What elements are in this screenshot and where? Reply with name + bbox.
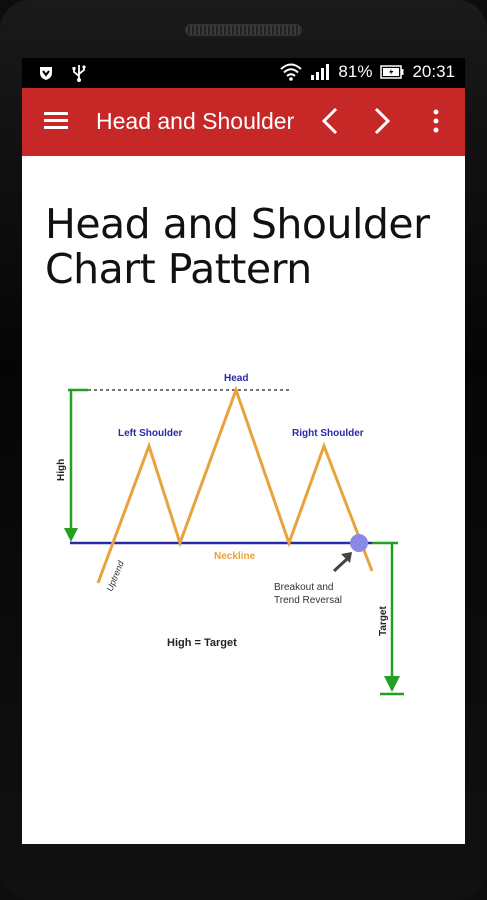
wifi-icon — [280, 63, 303, 81]
hamburger-menu-icon[interactable] — [44, 108, 70, 134]
head-and-shoulders-diagram: Head Left Shoulder Right Shoulder Neckli… — [56, 373, 404, 696]
article-content: Head and Shoulder Chart Pattern — [22, 156, 465, 844]
usb-icon — [72, 65, 86, 82]
price-line — [96, 385, 374, 584]
label-neckline: Neckline — [214, 551, 256, 562]
clock: 20:31 — [412, 62, 455, 81]
label-breakout-line1: Breakout and — [274, 582, 334, 593]
earpiece-speaker — [185, 24, 302, 36]
label-high: High — [56, 459, 67, 481]
label-formula: High = Target — [167, 637, 237, 649]
breakout-point — [350, 534, 368, 552]
status-bar: 81% 20:31 — [22, 58, 465, 88]
label-uptrend: Uptrend — [105, 558, 127, 592]
breakout-pointer-arrow-head — [341, 552, 352, 563]
high-arrow-head — [64, 528, 78, 542]
bottom-bezel — [0, 855, 487, 900]
app-bar: Head and Shoulder — [22, 88, 465, 156]
label-head: Head — [224, 373, 248, 384]
screen: 81% 20:31 Head and Shoulder — [22, 58, 465, 844]
label-right-shoulder: Right Shoulder — [292, 428, 364, 439]
shield-notification-icon — [40, 67, 52, 80]
battery-charging-icon — [380, 65, 404, 79]
chevron-left-icon[interactable] — [318, 106, 342, 136]
label-target: Target — [378, 606, 389, 636]
signal-icon — [311, 64, 330, 80]
app-bar-title: Head and Shoulder — [96, 108, 295, 134]
label-breakout-line2: Trend Reversal — [274, 595, 342, 606]
overflow-menu-icon[interactable] — [430, 108, 442, 134]
target-arrow-head — [384, 676, 400, 692]
article-heading: Head and Shoulder Chart Pattern — [45, 200, 430, 293]
label-left-shoulder: Left Shoulder — [118, 428, 183, 439]
battery-percent: 81% — [338, 62, 373, 81]
breakout-pointer-arrow — [332, 557, 349, 573]
chevron-right-icon[interactable] — [370, 106, 394, 136]
